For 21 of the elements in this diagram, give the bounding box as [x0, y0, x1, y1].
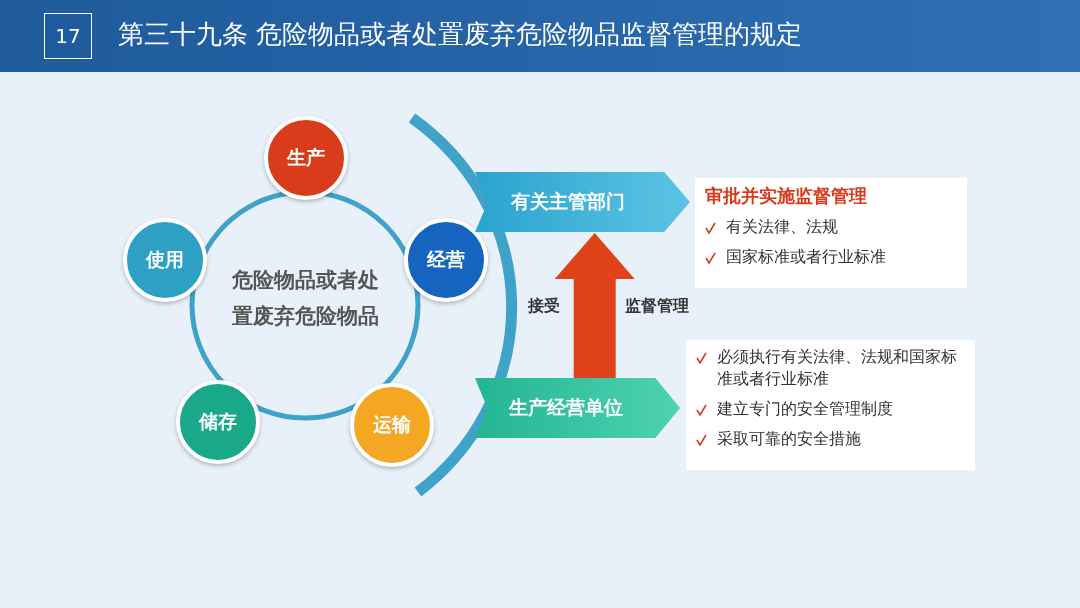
info-card — [686, 340, 975, 470]
list-item: 必须执行有关法律、法规和国家标准或者行业标准 — [717, 346, 958, 390]
page-number: 17 — [44, 13, 92, 59]
arrow-banner: 有关主管部门 — [475, 172, 690, 232]
list-item: 有关法律、法规 — [726, 216, 838, 238]
slide-title: 第三十九条 危险物品或者处置废弃危险物品监督管理的规定 — [118, 18, 803, 51]
side-label: 监督管理 — [625, 296, 689, 317]
stage-circle: 生产 — [264, 116, 348, 200]
list-item: 国家标准或者行业标准 — [726, 246, 886, 268]
list-item: 采取可靠的安全措施 — [717, 428, 861, 450]
stage-circle: 储存 — [176, 380, 260, 464]
info-card — [695, 178, 967, 288]
center-text: 危险物品或者处置废弃危险物品 — [228, 262, 382, 334]
stage-circle: 运输 — [350, 383, 434, 467]
arrow-banner: 生产经营单位 — [475, 378, 680, 438]
block-arrow — [554, 233, 635, 378]
stage-circle: 经营 — [404, 218, 488, 302]
stage-circle: 使用 — [123, 218, 207, 302]
card-heading: 审批并实施监督管理 — [705, 184, 868, 208]
side-label: 接受 — [528, 296, 560, 317]
list-item: 建立专门的安全管理制度 — [717, 398, 893, 420]
